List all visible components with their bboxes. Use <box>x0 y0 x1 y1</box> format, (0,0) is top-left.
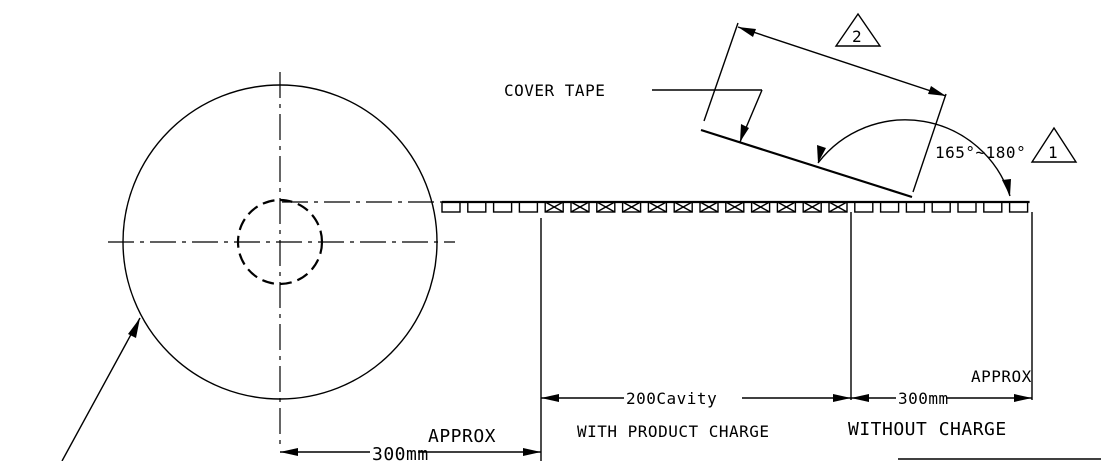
dimension-2-arrowhead-left <box>738 27 756 37</box>
triangle-2-number: 2 <box>852 27 862 46</box>
dim-300-bottom-arrow-left <box>280 448 298 456</box>
tape-pocket-filled <box>596 201 616 213</box>
angle-arc-arrowhead-right <box>1002 179 1011 196</box>
tape-pocket-cross <box>699 201 719 213</box>
dim-200-label: 200Cavity <box>626 389 717 408</box>
tape-pocket-empty <box>854 201 874 213</box>
dim-300-right-label: 300mm <box>898 389 949 408</box>
reel-pointer-arrowhead <box>128 318 140 338</box>
dim-200-arrow-left <box>541 394 559 402</box>
angle-arc-arrowhead-left <box>817 145 826 163</box>
revision-triangle-2 <box>834 12 882 47</box>
tape-pocket-cross <box>570 201 590 213</box>
tape-pocket-empty <box>1008 201 1029 213</box>
with-product-label: WITH PRODUCT CHARGE <box>577 422 770 441</box>
tape-pocket-filled <box>725 201 745 213</box>
triangle-1-number: 1 <box>1048 143 1058 162</box>
cover-tape-line <box>700 128 913 199</box>
cover-tape-leader-arrowhead <box>740 124 749 142</box>
tape-pocket-filled <box>828 201 848 213</box>
dim-300-bottom-label: 300mm <box>372 444 429 461</box>
dimension-line-2 <box>737 26 947 97</box>
cover-tape-extension-left <box>703 22 739 122</box>
tape-pocket-cross <box>828 201 848 213</box>
tape-pocket-empty <box>931 201 951 213</box>
tape-pocket-cross <box>725 201 745 213</box>
revision-triangle-1 <box>1030 126 1078 163</box>
dimension-2-arrowhead-right <box>928 86 946 96</box>
tape-pocket-cross <box>648 201 667 213</box>
dim-300-right-arrow-right <box>1014 394 1032 402</box>
tape-pocket-cross <box>622 201 641 213</box>
tape-pocket-filled <box>750 201 771 213</box>
tape-pocket-cross <box>673 201 693 213</box>
tape-pocket-filled <box>570 201 590 213</box>
tape-pocket-cross <box>544 201 564 213</box>
tape-pocket-cross <box>751 201 770 213</box>
tape-pocket-filled <box>647 201 668 213</box>
carrier-tape <box>441 200 1030 213</box>
tape-pocket-empty <box>441 201 461 213</box>
cover-tape-label: COVER TAPE <box>504 81 605 100</box>
tape-pocket-empty <box>492 201 513 213</box>
tape-pocket-empty <box>467 201 487 213</box>
tape-pocket-empty <box>879 201 900 213</box>
tape-pocket-empty <box>983 201 1003 213</box>
tape-pocket-cross <box>802 201 822 213</box>
tape-pocket-filled <box>544 201 564 213</box>
tape-pocket-cross <box>777 201 796 213</box>
dim-300-bottom-arrow-right <box>523 448 541 456</box>
tape-pocket-filled <box>673 201 693 213</box>
tape-pocket-filled <box>699 201 719 213</box>
reel-pointer-line <box>61 317 141 461</box>
dim-300-right-arrow-left <box>851 394 869 402</box>
angle-arc <box>817 119 1011 197</box>
tape-pocket-empty <box>905 201 926 213</box>
tape-pocket-filled <box>621 201 642 213</box>
approx-bottom-label: APPROX <box>428 426 496 447</box>
tape-pocket-cross <box>596 201 616 213</box>
cover-tape-extension-right <box>912 93 947 193</box>
without-charge-label: WITHOUT CHARGE <box>848 419 1007 440</box>
approx-right-label: APPROX <box>971 367 1032 386</box>
tape-pocket-filled <box>776 201 797 213</box>
tape-pocket-empty <box>957 201 977 213</box>
angle-label: 165°~180° <box>935 143 1026 162</box>
dim-200-arrow-right <box>833 394 851 402</box>
tape-pocket-empty <box>518 201 539 213</box>
tape-pocket-filled <box>802 201 822 213</box>
